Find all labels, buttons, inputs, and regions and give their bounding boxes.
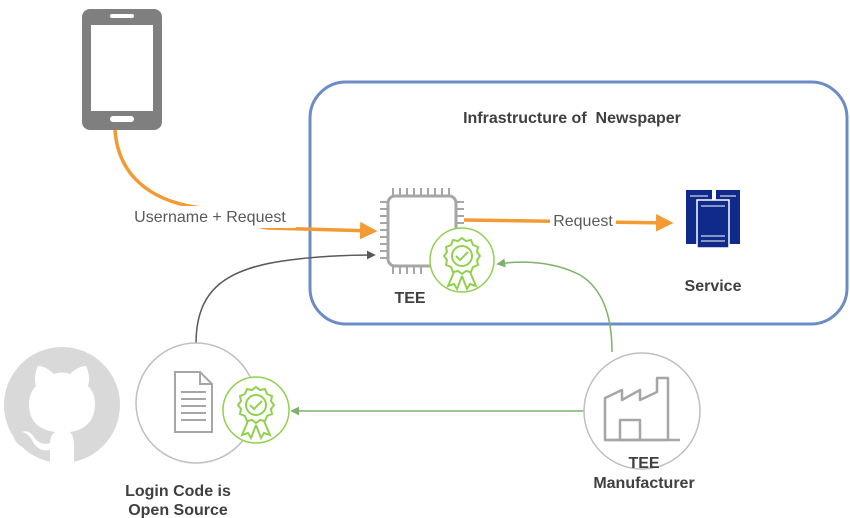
tee-certified-badge-icon: [429, 227, 495, 293]
factory-icon: [603, 376, 680, 442]
manufacturer-circle: [583, 352, 701, 470]
username-request-label: Username + Request: [134, 209, 286, 226]
login-code-label-line2: Open Source: [128, 502, 228, 518]
document-icon: [174, 371, 213, 433]
request-label: Request: [553, 213, 613, 230]
tee-label: TEE: [394, 290, 425, 307]
login-code-label-line1: Login Code is: [125, 483, 231, 500]
server-icon: [686, 190, 740, 249]
manufacturer-label-line2: Manufacturer: [593, 475, 694, 492]
manufacturer-to-tee-arrow: [496, 258, 613, 353]
manufacturer-label-line1: TEE: [628, 455, 659, 472]
login-code-to-tee-arrow: [195, 250, 376, 345]
code-certified-badge-icon: [222, 376, 290, 444]
service-label: Service: [685, 278, 742, 295]
github-icon: [4, 347, 120, 464]
infrastructure-box: [308, 80, 849, 326]
smartphone-icon: [82, 9, 162, 130]
infrastructure-title: Infrastructure of Newspaper: [463, 110, 681, 127]
